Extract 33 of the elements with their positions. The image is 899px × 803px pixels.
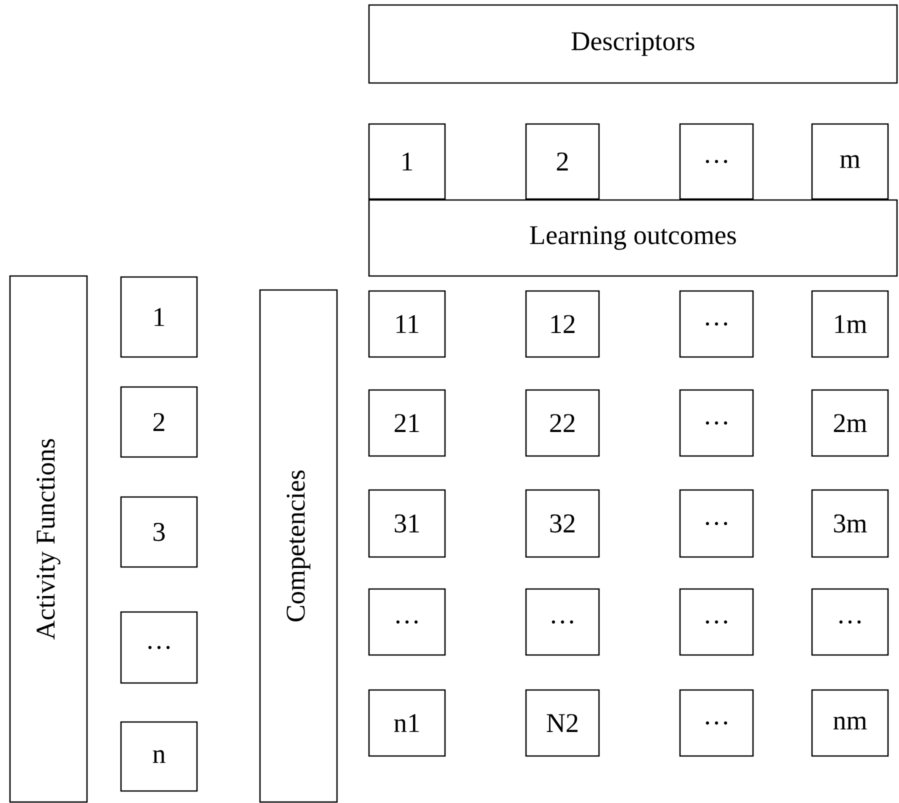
number-box: nm [811,689,889,757]
number-box: … [679,123,754,200]
vertical-bar: Activity Functions [9,275,88,803]
number-box: 1 [368,123,446,200]
number-box: 1 [120,276,198,358]
vertical-bar: Competencies [259,289,338,803]
number-box: … [679,389,754,457]
number-box: 32 [525,489,600,558]
number-box: 2 [120,386,198,458]
number-box: 21 [368,389,446,457]
number-box: … [120,611,198,684]
number-box: 3 [120,496,198,568]
number-box: N2 [525,689,600,757]
number-box: m [811,123,889,200]
number-box: 12 [525,290,600,358]
number-box: 31 [368,489,446,558]
number-box: n1 [368,689,446,757]
number-box: 2 [525,123,600,200]
number-box: … [679,689,754,757]
number-box: 3m [811,489,889,558]
number-box: 11 [368,290,446,358]
number-box: … [679,290,754,358]
header-box: Descriptors [368,4,898,84]
number-box: 22 [525,389,600,457]
header-box: Learning outcomes [368,199,898,277]
number-box: … [679,588,754,656]
number-box: 1m [811,290,889,358]
number-box: … [525,588,600,656]
number-box: … [679,489,754,558]
number-box: n [120,721,198,792]
number-box: … [368,588,446,656]
number-box: … [811,588,889,656]
number-box: 2m [811,389,889,457]
